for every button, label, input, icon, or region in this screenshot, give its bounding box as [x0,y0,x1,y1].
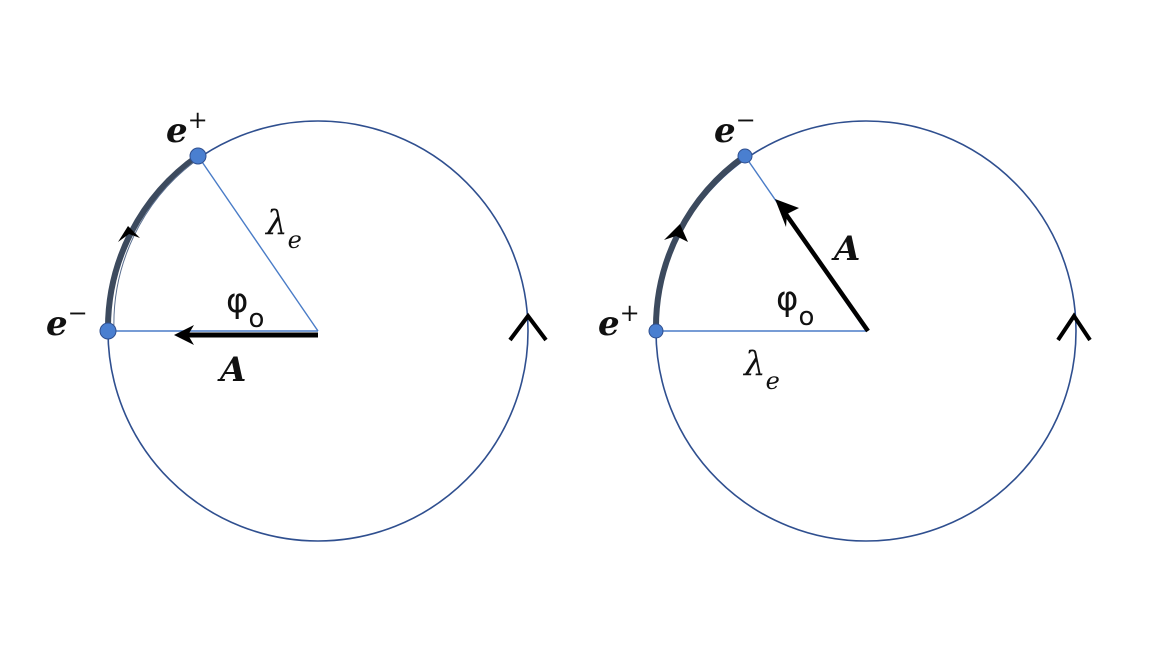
label-angle: φo [776,279,814,332]
charge-dot-left [648,323,664,339]
vector-a-arrow-icon [775,199,799,227]
charge-arc-inner [113,161,195,332]
charge-arc [652,153,747,332]
charge-dot-top [737,148,753,164]
label-angle: φo [226,281,264,334]
radius-line-top [197,155,319,332]
label-vector: A [831,229,860,269]
panel-left: e+ e− λe φo A [46,106,548,542]
tick-marker-icon [508,312,548,342]
tick-marker-icon [1056,312,1092,342]
label-vector: A [217,350,246,390]
charge-dot-left [99,322,117,340]
charge-arc [104,153,200,332]
arc-arrow-icon [118,226,140,242]
label-bottom-charge: e− [46,299,88,344]
vector-a-arrow-icon [174,325,194,345]
label-top-charge: e+ [166,106,208,151]
label-wavelength: λe [264,203,302,254]
label-top-charge: e− [714,106,756,151]
arc-arrow-icon [664,224,688,242]
vector-a [781,208,870,333]
label-wavelength: λe [742,344,780,395]
charge-dot-top [189,147,207,165]
panel-right: e− e+ λe φo A [598,106,1092,542]
label-bottom-charge: e+ [598,299,640,344]
